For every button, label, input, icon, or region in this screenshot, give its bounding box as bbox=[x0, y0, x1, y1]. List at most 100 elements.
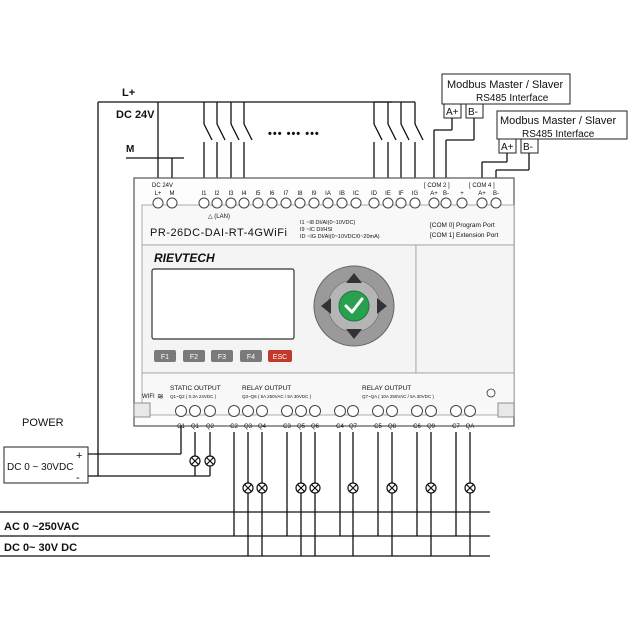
dc-24v-small-label: DC 24V bbox=[152, 183, 173, 189]
top-terminal-screw[interactable] bbox=[322, 197, 334, 209]
ac-load-label: AC 0 ~250VAC bbox=[4, 521, 79, 533]
bottom-terminal-screw[interactable] bbox=[386, 405, 398, 417]
top-terminal-screw[interactable] bbox=[440, 197, 452, 209]
top-terminal-label: L+ bbox=[155, 191, 162, 197]
top-terminal-screw[interactable] bbox=[428, 197, 440, 209]
ellipsis-dots: ••• ••• ••• bbox=[268, 128, 320, 140]
bottom-terminal-screw[interactable] bbox=[411, 405, 423, 417]
top-terminal-screw[interactable] bbox=[336, 197, 348, 209]
bottom-terminal-label: C3 bbox=[283, 424, 291, 430]
top-terminal-screw[interactable] bbox=[456, 197, 468, 209]
nav-left-icon[interactable] bbox=[321, 298, 331, 314]
top-terminal-screw[interactable] bbox=[294, 197, 306, 209]
f3-key-label: F3 bbox=[218, 354, 226, 361]
top-terminal-screw[interactable] bbox=[266, 197, 278, 209]
bottom-terminal-label: Q3 bbox=[244, 424, 253, 430]
top-terminal-label: + bbox=[460, 191, 464, 197]
top-terminal-screw[interactable] bbox=[382, 197, 394, 209]
static-output-label: STATIC OUTPUT bbox=[170, 385, 221, 392]
top-terminal-screw[interactable] bbox=[395, 197, 407, 209]
modbus-1-subtitle: RS485 Interface bbox=[476, 93, 549, 104]
bottom-terminal-label: Q2 bbox=[206, 424, 215, 430]
top-terminal-screw[interactable] bbox=[211, 197, 223, 209]
bottom-terminal-label: Q1 bbox=[191, 424, 200, 430]
com0-port-label: [COM 0] Program Port bbox=[430, 222, 495, 229]
top-terminal-label: I2 bbox=[214, 191, 220, 197]
modbus-2-b-minus: B- bbox=[523, 142, 533, 153]
bottom-terminal-screw[interactable] bbox=[425, 405, 437, 417]
top-terminal-label: IA bbox=[325, 191, 331, 197]
bottom-terminal-screw[interactable] bbox=[189, 405, 201, 417]
bottom-terminal-screw[interactable] bbox=[372, 405, 384, 417]
nav-right-icon[interactable] bbox=[377, 298, 387, 314]
dc24v-label: DC 24V bbox=[116, 109, 155, 121]
top-terminal-screw[interactable] bbox=[350, 197, 362, 209]
modbus-box-1: Modbus Master / Slaver RS485 Interface A… bbox=[433, 73, 571, 184]
bottom-terminal-screw[interactable] bbox=[242, 405, 254, 417]
top-terminal-screw[interactable] bbox=[490, 197, 502, 209]
f1-key[interactable] bbox=[154, 350, 176, 362]
modbus-1-a-plus: A+ bbox=[446, 107, 459, 118]
top-terminal-label: I9 bbox=[311, 191, 317, 197]
bottom-terminal-screw[interactable] bbox=[228, 405, 240, 417]
load-lamp-icon bbox=[295, 482, 307, 494]
f3-key[interactable] bbox=[211, 350, 233, 362]
bottom-terminal-screw[interactable] bbox=[175, 405, 187, 417]
io-spec-3: ID ~IG DI/AI(0~10VDC/0~20mA) bbox=[300, 234, 380, 240]
top-terminal-screw[interactable] bbox=[225, 197, 237, 209]
bottom-terminal-label: C4 bbox=[336, 424, 344, 430]
top-terminal-screw[interactable] bbox=[308, 197, 320, 209]
ok-check-icon bbox=[344, 297, 364, 314]
bottom-terminal-screw[interactable] bbox=[256, 405, 268, 417]
bottom-terminal-screw[interactable] bbox=[450, 405, 462, 417]
top-terminal-screw[interactable] bbox=[409, 197, 421, 209]
bottom-terminal-screw[interactable] bbox=[464, 405, 476, 417]
io-spec-1: I1 ~I8 DI/AI(0~10VDC) bbox=[300, 220, 355, 226]
top-terminal-screw[interactable] bbox=[476, 197, 488, 209]
bottom-terminal-label: Q9 bbox=[427, 424, 436, 430]
bottom-terminal-screw[interactable] bbox=[281, 405, 293, 417]
nav-up-icon[interactable] bbox=[346, 273, 362, 283]
top-terminal-label: IE bbox=[385, 191, 391, 197]
load-lamp-icon bbox=[425, 482, 437, 494]
lan-label: △ (LAN) bbox=[208, 214, 230, 220]
top-terminal-label: A+ bbox=[430, 191, 438, 197]
wifi-icon: ≋ bbox=[157, 392, 164, 401]
relay-output-1-spec: Q3~Q6 ( 5A 250VAC / 5A 30VDC ) bbox=[242, 394, 312, 399]
top-terminal-screw[interactable] bbox=[166, 197, 178, 209]
load-lamp-icon bbox=[256, 482, 268, 494]
brand-logo: RIEVTECH bbox=[154, 251, 215, 265]
bottom-terminal-screw[interactable] bbox=[334, 405, 346, 417]
top-terminal-screw[interactable] bbox=[152, 197, 164, 209]
load-lamp-icon bbox=[189, 455, 201, 467]
top-terminal-label: ID bbox=[371, 191, 378, 197]
top-terminal-screw[interactable] bbox=[198, 197, 210, 209]
f2-key[interactable] bbox=[183, 350, 205, 362]
bottom-terminal-screw[interactable] bbox=[347, 405, 359, 417]
modbus-1-b-minus: B- bbox=[468, 107, 478, 118]
top-terminal-screw[interactable] bbox=[368, 197, 380, 209]
power-plus: + bbox=[76, 450, 82, 462]
nav-down-icon[interactable] bbox=[346, 329, 362, 339]
nav-pad bbox=[313, 265, 395, 347]
bottom-terminal-screw[interactable] bbox=[309, 405, 321, 417]
relay-output-1-label: RELAY OUTPUT bbox=[242, 385, 291, 392]
top-terminal-screw[interactable] bbox=[280, 197, 292, 209]
top-terminal-screw[interactable] bbox=[238, 197, 250, 209]
top-terminal-screw[interactable] bbox=[252, 197, 264, 209]
power-dc-range: DC 0 ~ 30VDC bbox=[7, 462, 73, 473]
bottom-terminal-screw[interactable] bbox=[295, 405, 307, 417]
bottom-terminal-screw[interactable] bbox=[204, 405, 216, 417]
bottom-terminal-label: Q7 bbox=[349, 424, 358, 430]
top-terminal-label: I1 bbox=[201, 191, 207, 197]
ok-button[interactable] bbox=[338, 290, 370, 322]
top-terminal-label: IG bbox=[412, 191, 419, 197]
top-terminal-label: I4 bbox=[241, 191, 247, 197]
bottom-terminal-label: Q5 bbox=[297, 424, 306, 430]
com2-label: [ COM 2 ] bbox=[424, 183, 450, 189]
bottom-terminal-label: C7 bbox=[452, 424, 460, 430]
esc-key[interactable] bbox=[268, 350, 292, 362]
f4-key[interactable] bbox=[240, 350, 262, 362]
